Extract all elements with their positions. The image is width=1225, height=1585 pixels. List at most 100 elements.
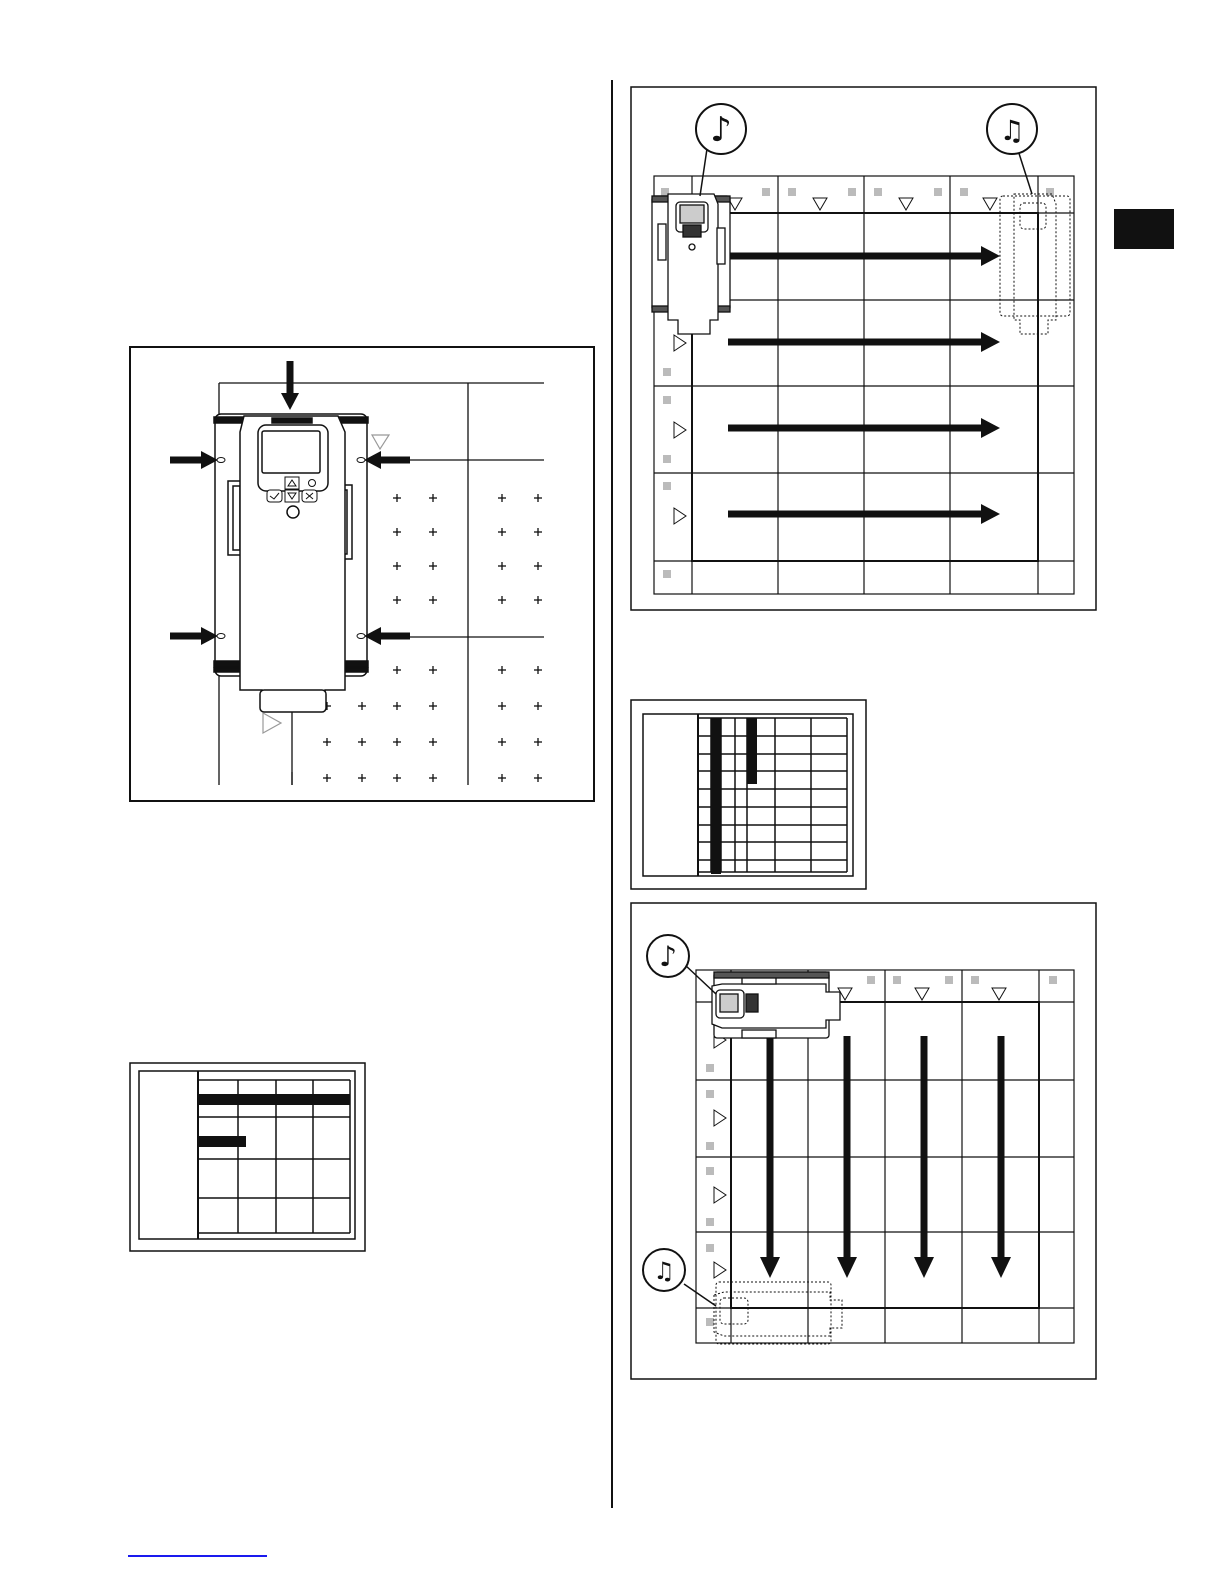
figure-horizontal-scan: ♪ ♫: [631, 87, 1096, 610]
grid-mark: [934, 188, 942, 196]
plus-crosshair-icon: [534, 494, 542, 502]
grid-mark: [663, 455, 671, 463]
detector-device-end: [1000, 194, 1070, 334]
double-music-note-icon: ♫: [653, 1257, 675, 1285]
triangle-marker-icon: [983, 198, 997, 210]
single-beep-callout: ♪: [696, 104, 746, 196]
up-key: [285, 477, 299, 489]
figure-screen-small: [130, 1063, 365, 1251]
grid-mark: [867, 976, 875, 984]
grid-mark: [706, 1244, 714, 1252]
plus-crosshair-icon: [358, 702, 366, 710]
plus-crosshair-icon: [393, 528, 401, 536]
triangle-marker-icon: [992, 988, 1006, 1000]
plus-crosshair-icon: [393, 562, 401, 570]
single-beep-callout: ♪: [647, 935, 716, 994]
grid-mark: [706, 1064, 714, 1072]
plus-crosshair-icon: [498, 562, 506, 570]
plus-crosshair-icon: [393, 596, 401, 604]
plus-crosshair-icon: [429, 666, 437, 674]
grid-mark: [971, 976, 979, 984]
detector-device-start: [712, 972, 840, 1038]
plus-crosshair-icon: [498, 528, 506, 536]
grid-mark: [663, 570, 671, 578]
detector-device-start: [652, 194, 730, 334]
plus-crosshair-icon: [429, 738, 437, 746]
plus-crosshair-icon: [393, 494, 401, 502]
down-key: [285, 490, 299, 502]
arrow-icon: [170, 451, 218, 469]
figure-screen-large: [631, 700, 866, 889]
plus-crosshair-icon: [358, 774, 366, 782]
triangle-marker-icon: [714, 1262, 726, 1278]
plus-crosshair-icon: [498, 738, 506, 746]
arrow-icon: [364, 451, 410, 469]
double-beep-callout: ♫: [643, 1249, 716, 1306]
plus-crosshair-icon: [534, 666, 542, 674]
plus-crosshair-icon: [498, 702, 506, 710]
detector-device: [214, 414, 368, 712]
grid-mark: [663, 396, 671, 404]
check-key: [267, 490, 282, 502]
plus-crosshair-icon: [498, 666, 506, 674]
grid-mark: [945, 976, 953, 984]
plus-crosshair-icon: [358, 738, 366, 746]
grid-mark: [706, 1167, 714, 1175]
plus-crosshair-icon: [429, 562, 437, 570]
grid-mark: [762, 188, 770, 196]
plus-crosshair-icon: [323, 774, 331, 782]
plus-crosshair-icon: [498, 494, 506, 502]
grid-mark: [874, 188, 882, 196]
language-tab-marker: [1114, 209, 1174, 249]
triangle-marker-icon: [714, 1187, 726, 1203]
plus-crosshair-icon: [393, 774, 401, 782]
grid-mark: [706, 1318, 714, 1326]
triangle-marker-icon: [714, 1110, 726, 1126]
plus-crosshair-icon: [429, 528, 437, 536]
plus-crosshair-icon: [534, 528, 542, 536]
grid-mark: [1049, 976, 1057, 984]
plus-crosshair-icon: [534, 596, 542, 604]
plus-crosshair-icon: [323, 738, 331, 746]
plus-crosshair-icon: [429, 702, 437, 710]
grid-mark: [848, 188, 856, 196]
triangle-marker-icon: [674, 335, 686, 351]
triangle-marker-icon: [915, 988, 929, 1000]
arrow-icon: [281, 361, 299, 410]
figure-vertical-scan: ♪ ♫: [631, 903, 1096, 1379]
plus-crosshair-icon: [534, 774, 542, 782]
triangle-marker-icon: [899, 198, 913, 210]
triangle-marker-icon: [263, 713, 281, 733]
plus-crosshair-icon: [429, 494, 437, 502]
triangle-marker-icon: [674, 508, 686, 524]
grid-mark: [788, 188, 796, 196]
plus-crosshair-icon: [429, 774, 437, 782]
arrow-icon: [364, 627, 410, 645]
grid-mark: [706, 1218, 714, 1226]
footer-link-underline: [128, 1555, 267, 1557]
music-note-icon: ♪: [659, 940, 677, 973]
plus-crosshair-icon: [498, 596, 506, 604]
grid-mark: [706, 1142, 714, 1150]
plus-crosshair-icon: [534, 702, 542, 710]
figure-device-alignment: [130, 347, 594, 801]
plus-crosshair-icon: [393, 666, 401, 674]
grid-mark: [663, 368, 671, 376]
detector-device-end: [714, 1282, 842, 1344]
plus-crosshair-icon: [393, 702, 401, 710]
plus-crosshair-icon: [429, 596, 437, 604]
double-music-note-icon: ♫: [999, 114, 1024, 147]
grid-mark: [706, 1090, 714, 1098]
triangle-marker-icon: [813, 198, 827, 210]
plus-crosshair-icon: [534, 562, 542, 570]
triangle-marker-icon: [372, 435, 389, 449]
music-note-icon: ♪: [710, 110, 732, 150]
plus-crosshair-icon: [393, 738, 401, 746]
grid-mark: [893, 976, 901, 984]
grid-mark: [1046, 188, 1054, 196]
triangle-marker-icon: [674, 422, 686, 438]
arrow-icon: [170, 627, 218, 645]
double-beep-callout: ♫: [987, 104, 1037, 194]
plus-crosshair-icon: [498, 774, 506, 782]
